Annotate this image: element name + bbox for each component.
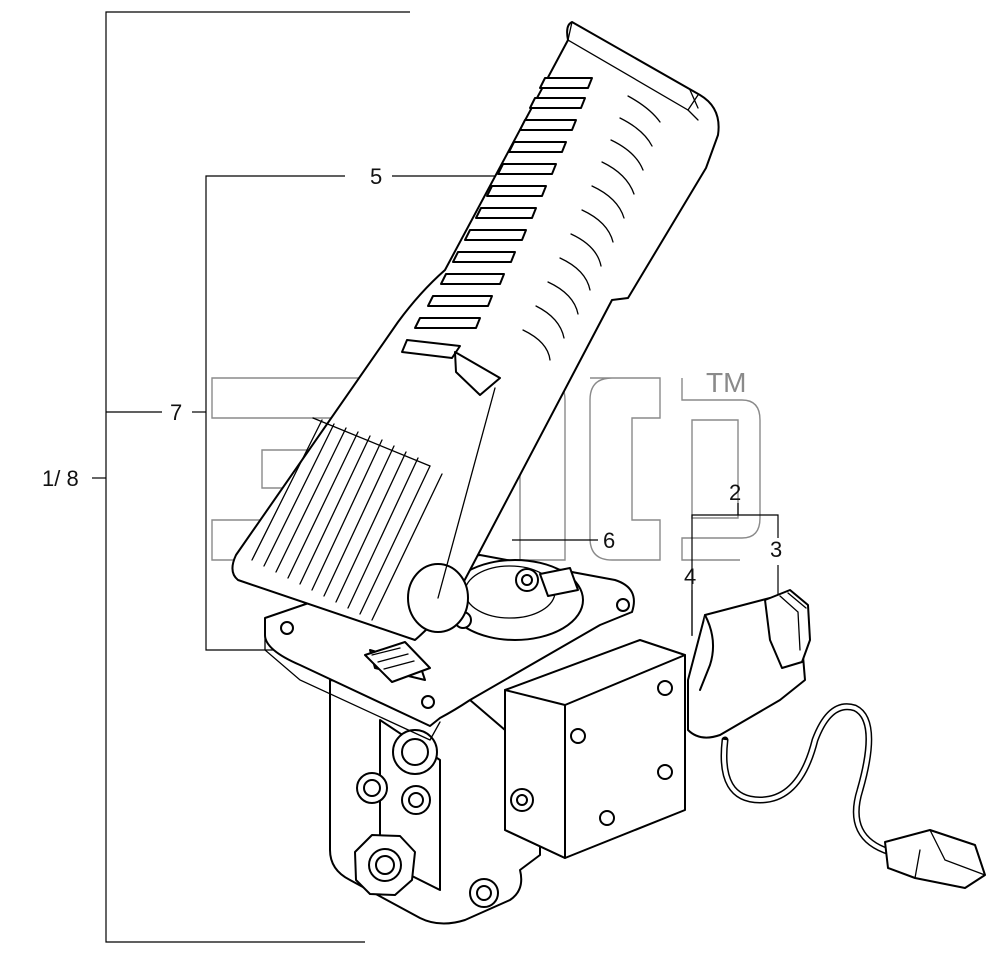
trademark-symbol: TM	[706, 367, 746, 398]
solenoid-coil	[687, 589, 986, 889]
cable-connector	[884, 829, 986, 889]
pedal-ribs	[251, 417, 443, 621]
pedal-grip-slots	[401, 77, 661, 396]
callout-4: 4	[684, 564, 696, 589]
callout-6: 6	[603, 528, 615, 553]
solenoid-block	[504, 639, 686, 859]
callout-3: 3	[770, 537, 782, 562]
coil-cable	[720, 703, 894, 856]
tag-plate	[364, 641, 431, 683]
pedal	[231, 21, 720, 683]
callout-labels: 1/ 8 7 5 6 2 3 4	[42, 164, 782, 589]
callout-5: 5	[370, 164, 382, 189]
callout-7: 7	[170, 400, 182, 425]
callout-assembly: 1/ 8	[42, 466, 79, 491]
callout-2: 2	[729, 480, 741, 505]
switch-tab	[539, 567, 579, 597]
valve-body	[329, 679, 541, 925]
coil-nut	[764, 589, 811, 669]
